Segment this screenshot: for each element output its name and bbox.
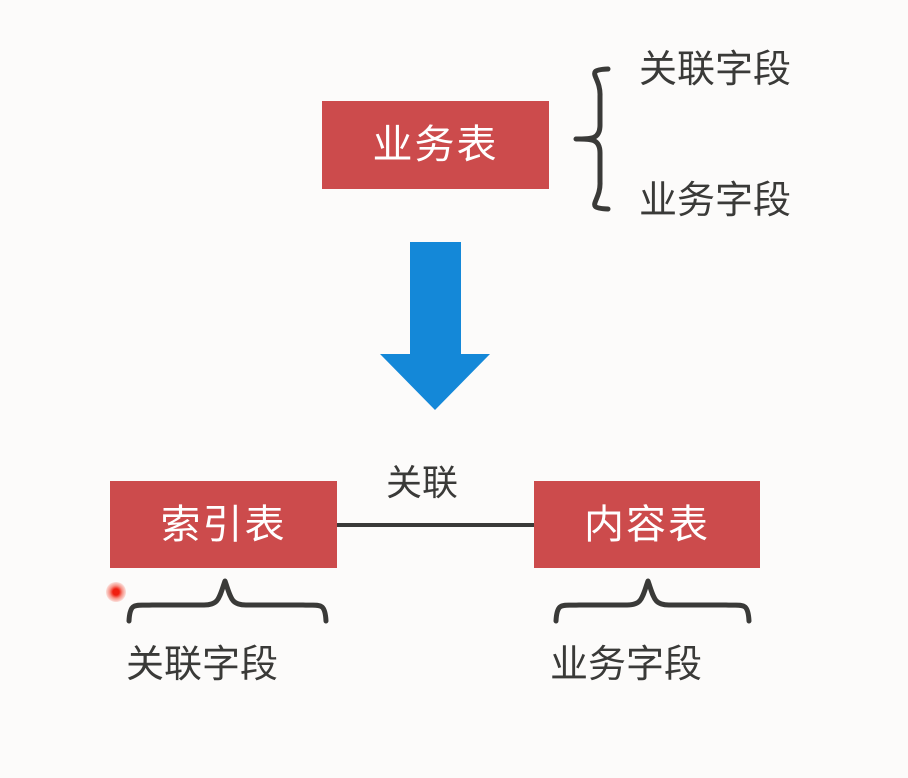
down-arrow-icon	[380, 242, 490, 410]
business-table-label: 业务表	[372, 122, 499, 168]
index-table-box[interactable]: 索引表	[110, 481, 337, 568]
content-table-box[interactable]: 内容表	[534, 481, 760, 568]
bottom-left-brace-icon	[126, 578, 329, 624]
index-table-label: 索引表	[160, 501, 287, 548]
bottom-right-brace-icon	[553, 578, 752, 624]
top-association-field-label: 关联字段	[639, 47, 792, 91]
top-business-field-label: 业务字段	[639, 178, 792, 222]
click-indicator-icon	[106, 582, 126, 602]
bottom-business-field-label: 业务字段	[550, 642, 703, 686]
top-brace-icon	[573, 66, 611, 212]
business-table-box[interactable]: 业务表	[322, 101, 549, 189]
relation-label: 关联	[386, 463, 459, 504]
bottom-association-field-label: 关联字段	[126, 642, 279, 686]
content-table-label: 内容表	[584, 501, 710, 548]
